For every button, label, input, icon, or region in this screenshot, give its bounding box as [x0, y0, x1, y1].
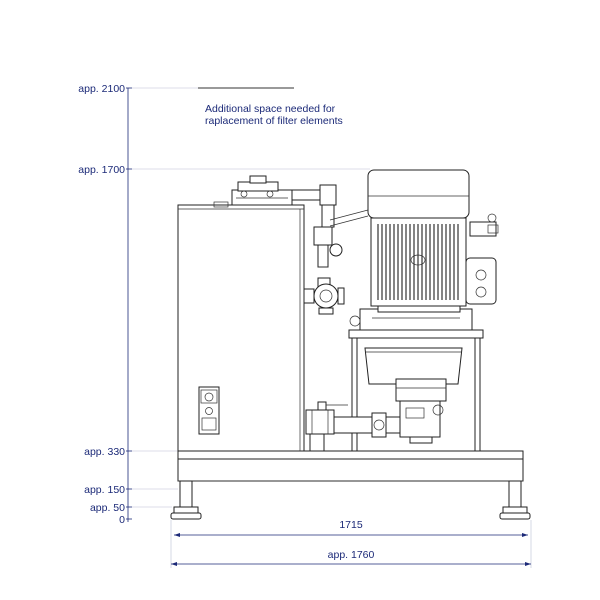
height-label-50: app. 50: [90, 502, 125, 514]
width-dimensions: 1715 app. 1760: [170, 519, 532, 568]
height-label-150: app. 150: [84, 484, 125, 496]
annotation-line-2: raplacement of filter elements: [205, 115, 343, 127]
width-label-1760: app. 1760: [328, 549, 375, 561]
height-label-0: 0: [119, 514, 125, 526]
terminal-box: [465, 257, 497, 305]
motor-fan-cover: [367, 169, 470, 219]
electric-motor: [367, 169, 499, 313]
width-label-1715: 1715: [339, 519, 363, 531]
gauge-icon: [313, 283, 339, 309]
base-frame: [170, 450, 531, 520]
annotation-line-1: Additional space needed for: [205, 103, 336, 115]
hydraulic-unit: [170, 169, 531, 520]
filter-space-annotation: Additional space needed for raplacement …: [198, 87, 343, 127]
hydraulic-pump: [333, 378, 447, 444]
drain-valve: [305, 401, 348, 452]
height-label-2100: app. 2100: [78, 83, 125, 95]
piping: [291, 184, 369, 315]
height-dimensions: app. 2100 app. 1700 app. 330 app. 150 ap…: [78, 83, 370, 526]
height-label-330: app. 330: [84, 446, 125, 458]
control-panel: [198, 386, 220, 435]
height-label-1700: app. 1700: [78, 164, 125, 176]
oil-tank: [177, 204, 305, 452]
filter-housing: [213, 175, 293, 208]
